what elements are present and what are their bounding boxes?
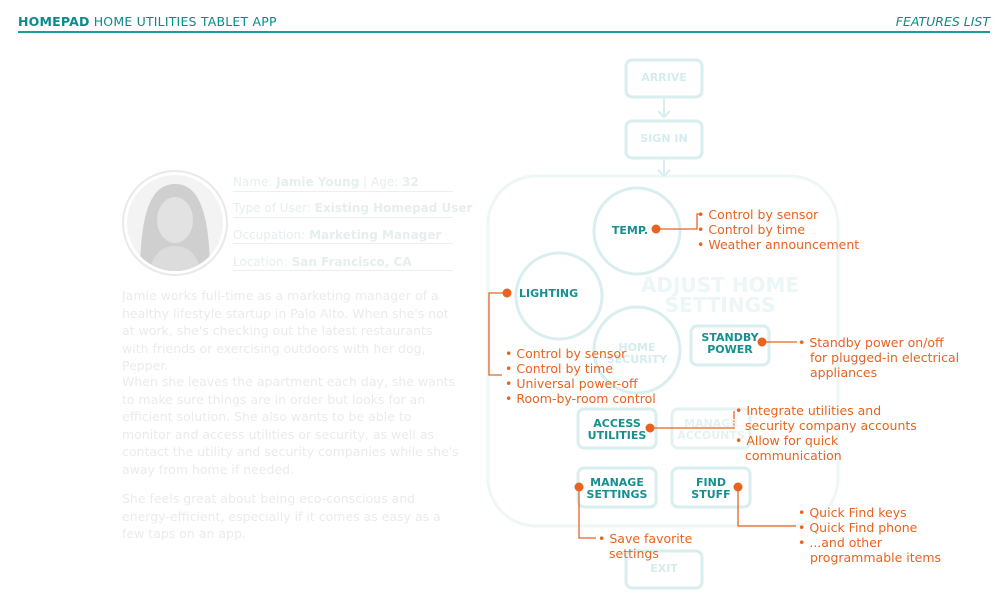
age-label: Age: — [371, 175, 399, 189]
find-dot — [733, 482, 743, 492]
manage-settings-line-2: SETTINGS — [586, 488, 648, 501]
access-line-1: ACCESS — [593, 417, 641, 430]
persona-lines — [233, 191, 453, 271]
persona-name-row: Name: Jamie Young | Age: 32 — [233, 175, 419, 189]
access-connector — [650, 411, 735, 429]
persona-name: Jamie Young — [276, 175, 360, 189]
manage-dot — [574, 482, 584, 492]
lighting-circle — [514, 251, 604, 341]
find-stuff-line-2: STUFF — [691, 488, 731, 501]
home-security-circle — [592, 305, 682, 395]
home-security-label: HOME SECURITY — [600, 342, 674, 366]
standby-power-label: STANDBY POWER — [691, 332, 769, 356]
temp-circle — [592, 186, 682, 276]
access-feature-item: security company accounts — [745, 418, 917, 433]
persona-location-row: Location: San Francisco, CA — [233, 255, 412, 269]
access-utilities-label: ACCESS UTILITIES — [578, 418, 656, 442]
header-divider — [18, 31, 990, 33]
temp-feature-item: • Weather announcement — [697, 237, 860, 252]
persona-location: San Francisco, CA — [291, 255, 412, 269]
find-feature-item: • Quick Find keys — [798, 505, 907, 520]
persona-avatar — [122, 170, 228, 276]
access-dot — [645, 423, 655, 433]
home-security-line-2: SECURITY — [606, 353, 668, 366]
standby-feature-item: • Standby power on/off — [798, 335, 944, 350]
persona-occupation-row: Occupation: Marketing Manager — [233, 228, 441, 242]
standby-box — [689, 324, 771, 367]
exit-label: EXIT — [650, 562, 678, 575]
temp-feature-item: • Control by sensor — [697, 207, 819, 222]
manage-features: • Save favorite settings — [598, 531, 692, 561]
lighting-feature-item: • Universal power-off — [505, 376, 638, 391]
arrow-arrive-signin — [657, 97, 671, 119]
access-feature-item: • Integrate utilities and — [735, 403, 882, 418]
find-feature-item: • Quick Find phone — [798, 520, 918, 535]
exit-box — [624, 549, 704, 590]
standby-features: • Standby power on/off for plugged-in el… — [798, 335, 959, 380]
temp-features: • Control by sensor • Control by time • … — [697, 207, 859, 252]
standby-feature-item: appliances — [810, 365, 878, 380]
standby-line-1: STANDBY — [701, 331, 759, 344]
manage-accounts-line-2: ACCOUNTS — [677, 429, 745, 442]
features-list-label: FEATURES LIST — [895, 14, 990, 29]
access-feature-item: • Allow for quick — [735, 433, 839, 448]
standby-dot — [757, 337, 767, 347]
adjust-title-line-1: ADJUST HOME — [640, 273, 800, 297]
persona-bio-1: Jamie works full-time as a marketing man… — [122, 288, 449, 373]
lighting-label: LIGHTING — [519, 287, 579, 300]
lighting-connector — [488, 292, 507, 376]
app-title: HOMEPAD HOME UTILITIES TABLET APP — [18, 14, 277, 29]
occupation-label: Occupation: — [233, 228, 306, 242]
persona-type: Existing Homepad User — [314, 201, 473, 215]
name-label: Name: — [233, 175, 273, 189]
find-feature-item: programmable items — [810, 550, 942, 565]
find-stuff-box — [670, 466, 752, 509]
access-line-2: UTILITIES — [587, 429, 647, 442]
persona-occupation: Marketing Manager — [309, 228, 442, 242]
manage-accounts-label: MANAGE ACCOUNTS — [672, 418, 750, 442]
persona-bio-3: She feels great about being eco-consciou… — [122, 491, 441, 541]
find-feature-item: • ...and other — [798, 535, 883, 550]
manage-feature-item: • Save favorite — [598, 531, 693, 546]
age-separator: | — [363, 175, 368, 189]
type-label: Type of User: — [233, 201, 311, 215]
manage-feature-item: settings — [609, 546, 659, 561]
lighting-feature-item: • Control by sensor — [505, 346, 627, 361]
app-subtitle: HOME UTILITIES TABLET APP — [89, 14, 277, 29]
lighting-feature-item: • Control by time — [505, 361, 614, 376]
arrive-label: ARRIVE — [641, 71, 687, 84]
temp-feature-item: • Control by time — [697, 222, 806, 237]
adjust-title-line-2: SETTINGS — [664, 293, 776, 317]
location-label: Location: — [233, 255, 288, 269]
temp-dot — [651, 224, 661, 234]
manage-connector — [578, 487, 596, 539]
access-features: • Integrate utilities and security compa… — [735, 403, 917, 463]
arrow-signin-settings — [657, 158, 671, 178]
persona-age: 32 — [402, 175, 419, 189]
persona-bio-2: When she leaves the apartment each day, … — [122, 374, 459, 477]
lighting-features: • Control by sensor • Control by time • … — [505, 346, 656, 406]
manage-settings-line-1: MANAGE — [590, 476, 644, 489]
adjust-home-settings-title: ADJUST HOME SETTINGS — [600, 275, 840, 315]
find-connector — [737, 487, 796, 527]
standby-line-2: POWER — [707, 343, 753, 356]
standby-feature-item: for plugged-in electrical — [810, 350, 960, 365]
temp-connector — [656, 213, 701, 230]
access-feature-item: communication — [745, 448, 842, 463]
brand-name: HOMEPAD — [18, 14, 90, 29]
manage-settings-label: MANAGE SETTINGS — [578, 477, 656, 501]
persona-type-row: Type of User: Existing Homepad User — [233, 201, 472, 215]
home-security-line-1: HOME — [618, 341, 656, 354]
lighting-feature-item: • Room-by-room control — [505, 391, 656, 406]
find-stuff-label: FIND STUFF — [672, 477, 750, 501]
manage-accounts-line-1: MANAGE — [684, 417, 738, 430]
find-stuff-line-1: FIND — [696, 476, 726, 489]
temp-label: TEMP. — [611, 224, 649, 237]
lighting-dot — [502, 288, 512, 298]
sign-in-label: SIGN IN — [640, 132, 688, 145]
find-features: • Quick Find keys • Quick Find phone • .… — [798, 505, 941, 565]
